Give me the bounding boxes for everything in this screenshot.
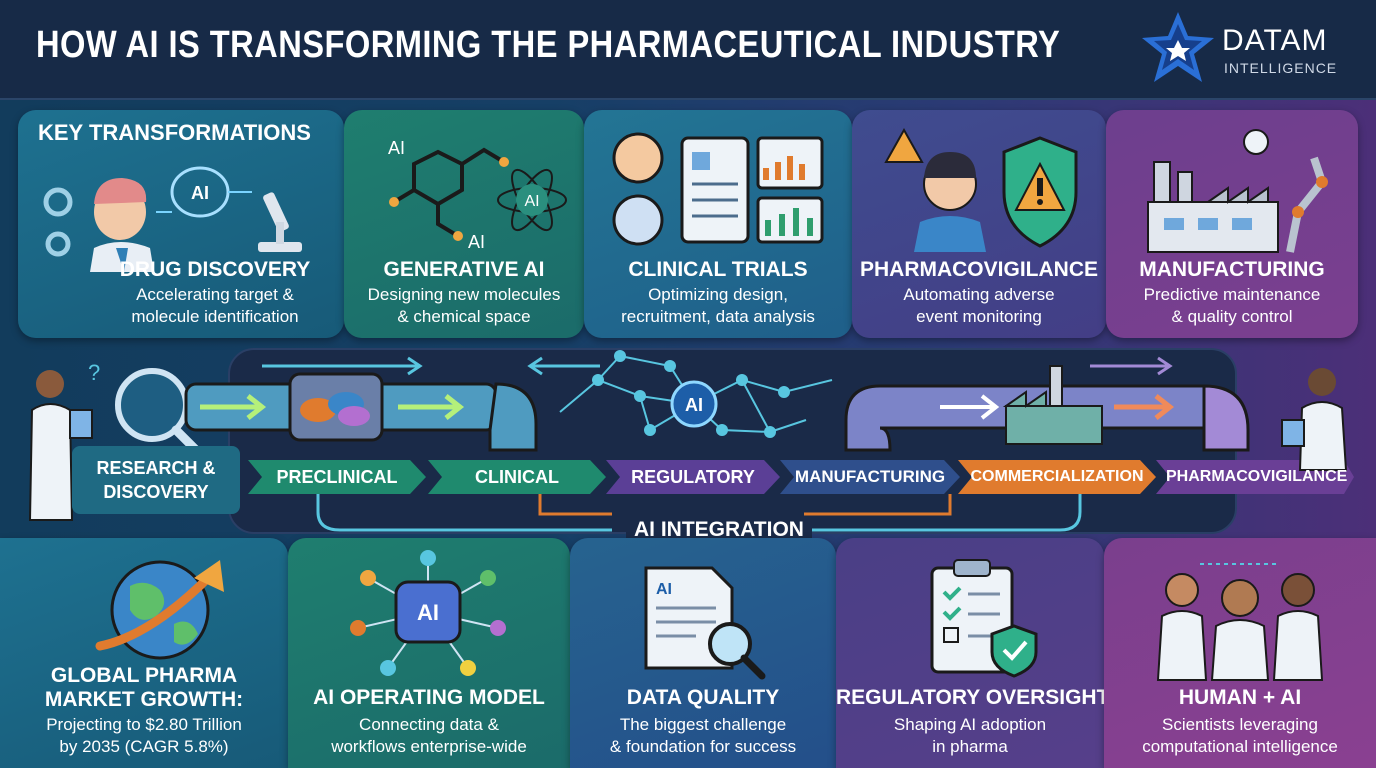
ai-chip-network-icon: AI [350, 550, 506, 676]
stage-manufacturing: MANUFACTURING [794, 467, 946, 486]
card-desc-line2: recruitment, data analysis [621, 307, 815, 326]
shield-warning-icon [884, 127, 1078, 252]
card-desc-line1: Designing new molecules [367, 285, 561, 304]
clipboard-chart-icon [612, 132, 824, 246]
card-title: DATA QUALITY [626, 686, 780, 709]
card-title: AI OPERATING MODEL [313, 686, 545, 709]
stage-regulatory: REGULATORY [631, 467, 755, 487]
star-logo-icon [1142, 12, 1214, 82]
card-desc-line2: in pharma [932, 737, 1008, 756]
card-desc-line2: & chemical space [397, 307, 531, 326]
ai-chip-label: AI [417, 600, 439, 625]
globe-growth-icon [95, 560, 224, 660]
ai-network-hub: AI [559, 350, 833, 438]
card-drug-discovery: KEY TRANSFORMATIONS AI DRUG DISCOVERY Ac… [18, 110, 344, 338]
card-desc-line2: event monitoring [916, 307, 1042, 326]
scientist-brain-icon: AI [43, 166, 302, 272]
logo-tagline: INTELLIGENCE [1224, 60, 1338, 76]
svg-text:?: ? [88, 360, 100, 385]
chevron-manufacturing [780, 460, 960, 494]
stage-clinical: CLINICAL [475, 467, 559, 487]
chevron-preclinical [248, 460, 426, 494]
card-desc-line1: Shaping AI adoption [893, 715, 1047, 734]
scientist-left-icon: ? [28, 360, 100, 521]
card-clinical-trials: CLINICAL TRIALS Optimizing design, recru… [584, 110, 852, 338]
doc-ai-label: AI [656, 581, 672, 598]
card-desc-line1: The biggest challenge [619, 715, 787, 734]
card-title-line2: MARKET GROWTH: [44, 688, 244, 711]
card-desc-line1: Accelerating target & [136, 285, 294, 304]
card-desc-line2: & quality control [1171, 307, 1293, 326]
card-title: HUMAN + AI [1178, 686, 1302, 709]
chevron-regulatory [606, 460, 780, 494]
card-desc-line2: & foundation for success [609, 737, 797, 756]
card-generative-ai: AI AI AI GENERATIVE AI Designing new mol… [344, 110, 584, 338]
ai-label-text: AI [388, 138, 405, 158]
card-desc-line1: Projecting to $2.80 Trillion [46, 715, 242, 734]
card-human-ai: HUMAN + AI Scientists leveraging computa… [1104, 538, 1376, 768]
card-ai-operating-model: AI AI OPERATING MODEL Connecting data & … [288, 538, 570, 768]
factory-robot-icon [1147, 129, 1328, 253]
checklist-shield-icon [930, 559, 1038, 678]
card-desc-line2: workflows enterprise-wide [331, 737, 527, 756]
chevron-commercialization [958, 460, 1156, 494]
document-magnifier-icon: AI [644, 566, 766, 680]
research-line1: RESEARCH & [96, 458, 216, 478]
card-pharmacovigilance: PHARMACOVIGILANCE Automating adverse eve… [852, 110, 1106, 338]
card-title: REGULATORY OVERSIGHT [836, 686, 1110, 709]
card-title: PHARMACOVIGILANCE [859, 258, 1098, 281]
card-regulatory-oversight: REGULATORY OVERSIGHT Shaping AI adoption… [836, 538, 1110, 768]
key-transformations-heading: KEY TRANSFORMATIONS [38, 120, 311, 145]
card-desc-line1: Optimizing design, [648, 285, 788, 304]
stage-commercialization: COMMERCIALIZATION [970, 468, 1144, 485]
card-desc-line2: molecule identification [131, 307, 299, 326]
card-market-growth: GLOBAL PHARMA MARKET GROWTH: Projecting … [0, 538, 288, 768]
molecule-icon: AI AI AI [388, 138, 567, 252]
stage-pharmacovigilance: PHARMACOVIGILANCE [1166, 468, 1348, 485]
research-discovery-box [72, 446, 240, 514]
ai-hub-label: AI [685, 395, 703, 415]
card-title: MANUFACTURING [1139, 258, 1325, 281]
research-line2: DISCOVERY [103, 482, 209, 502]
card-desc-line1: Automating adverse [903, 285, 1055, 304]
card-desc-line1: Connecting data & [359, 715, 499, 734]
card-data-quality: AI DATA QUALITY The biggest challenge & … [570, 538, 836, 768]
stage-preclinical: PRECLINICAL [276, 467, 398, 487]
card-desc-line1: Predictive maintenance [1143, 285, 1321, 304]
logo-wordmark: DATAM [1222, 24, 1328, 57]
card-title: DRUG DISCOVERY [119, 258, 311, 281]
chevron-clinical [428, 460, 606, 494]
ai-label-text: AI [191, 183, 209, 203]
card-desc-line2: by 2035 (CAGR 5.8%) [59, 737, 229, 756]
card-title-line1: GLOBAL PHARMA [50, 664, 238, 687]
ai-label-text: AI [524, 193, 539, 210]
page-title: HOW AI IS TRANSFORMING THE PHARMACEUTICA… [36, 24, 1061, 66]
card-title: GENERATIVE AI [383, 258, 545, 281]
scientist-right-icon [1281, 368, 1348, 471]
card-title: CLINICAL TRIALS [628, 258, 808, 281]
header-bar: HOW AI IS TRANSFORMING THE PHARMACEUTICA… [0, 0, 1376, 100]
scientists-team-icon [1156, 563, 1324, 681]
research-discovery-label: RESEARCH & DISCOVERY [72, 456, 240, 504]
company-logo: DATAM INTELLIGENCE [1138, 10, 1368, 88]
factory-icon [1002, 365, 1103, 445]
card-manufacturing: MANUFACTURING Predictive maintenance & q… [1106, 110, 1358, 338]
card-desc-line2: computational intelligence [1142, 737, 1338, 756]
ai-label-text: AI [468, 232, 485, 252]
card-desc-line1: Scientists leveraging [1162, 715, 1318, 734]
